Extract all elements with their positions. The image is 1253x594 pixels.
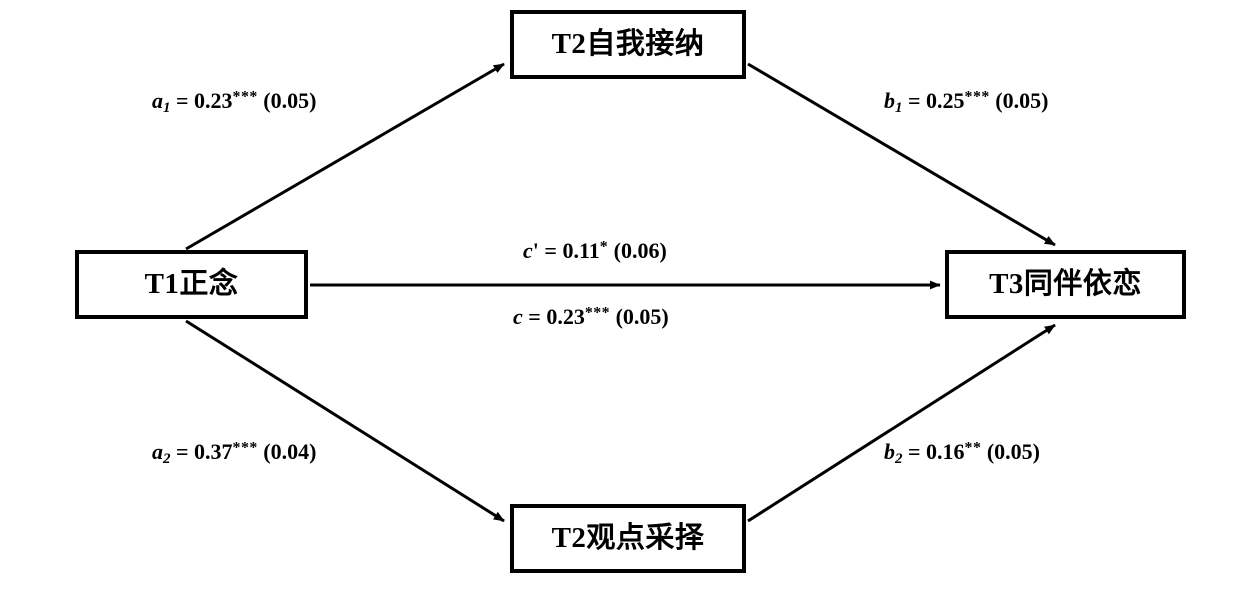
path-label-a1: a1 = 0.23*** (0.05) bbox=[152, 88, 317, 117]
path-line-a2 bbox=[185, 319, 505, 523]
node-mediator-top: T2自我接纳 bbox=[510, 10, 746, 79]
node-predictor-label: T1正念 bbox=[144, 268, 239, 300]
path-line-b1 bbox=[747, 62, 1056, 247]
node-mediator-bottom: T2观点采择 bbox=[510, 504, 746, 573]
path-line-a1 bbox=[185, 62, 505, 251]
node-mediator-top-label: T2自我接纳 bbox=[551, 28, 705, 60]
path-label-b2: b2 = 0.16** (0.05) bbox=[884, 439, 1041, 468]
path-label-b1: b1 = 0.25*** (0.05) bbox=[884, 88, 1049, 117]
node-outcome: T3同伴依恋 bbox=[945, 250, 1186, 319]
path-line-b2 bbox=[747, 323, 1056, 523]
path-label-c-prime: c' = 0.11* (0.06) bbox=[523, 238, 667, 263]
node-outcome-label: T3同伴依恋 bbox=[989, 268, 1142, 300]
node-predictor: T1正念 bbox=[75, 250, 308, 319]
path-label-a2: a2 = 0.37*** (0.04) bbox=[152, 439, 317, 468]
path-label-c-total: c = 0.23*** (0.05) bbox=[513, 304, 669, 329]
node-mediator-bottom-label: T2观点采择 bbox=[551, 522, 705, 554]
